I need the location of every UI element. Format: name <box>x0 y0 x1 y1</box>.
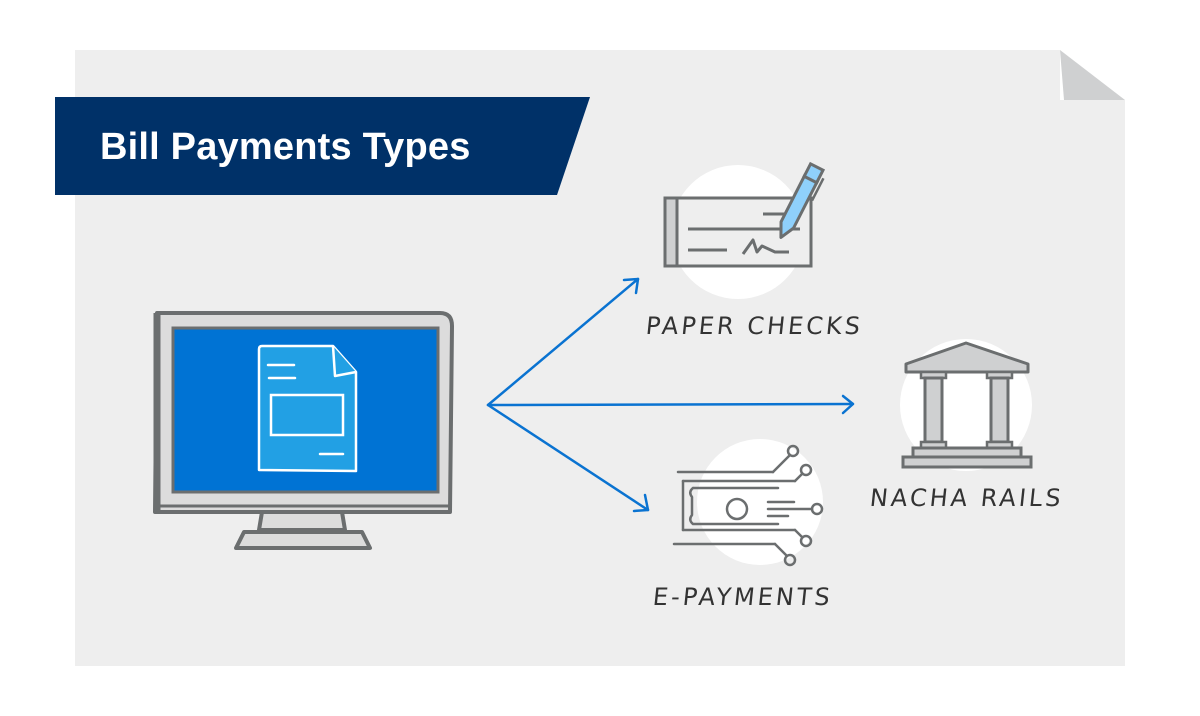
page-title: Bill Payments Types <box>100 126 471 168</box>
title-banner <box>55 97 590 195</box>
bank-building-icon <box>900 339 1033 471</box>
arrow-to-nacha-rails <box>486 402 855 407</box>
label-e-payments: E-PAYMENTS <box>651 583 835 611</box>
flow-arrows <box>486 277 855 513</box>
label-nacha-rails: NACHA RAILS <box>868 484 1066 512</box>
arrow-to-paper-checks <box>486 277 640 407</box>
monitor-document-icon <box>153 311 454 550</box>
label-paper-checks: PAPER CHECKS <box>644 312 865 340</box>
arrow-to-e-payments <box>486 403 650 512</box>
digital-money-icon <box>672 439 824 567</box>
page-fold-corner <box>1060 50 1125 100</box>
check-with-pen-icon <box>663 161 826 299</box>
